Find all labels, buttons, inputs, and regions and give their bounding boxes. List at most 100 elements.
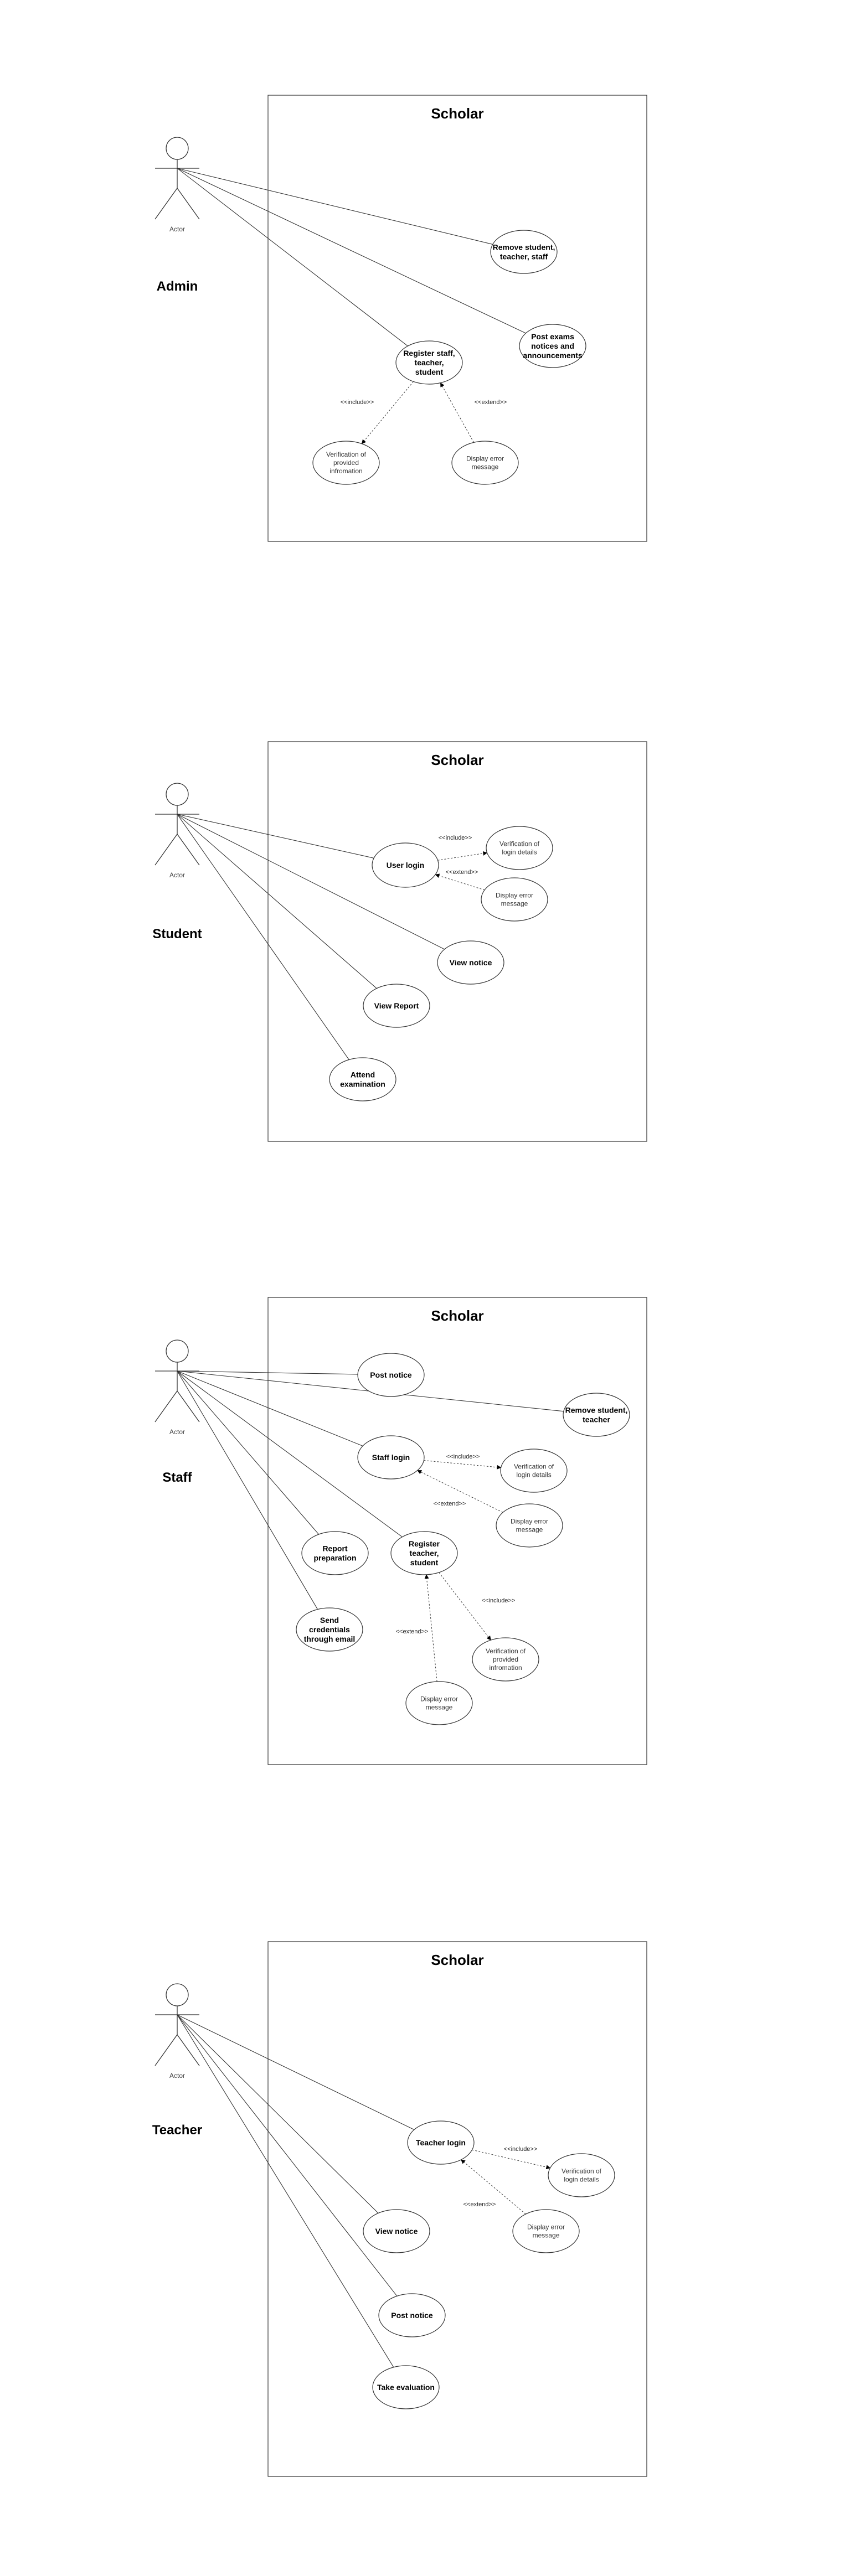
use-case-ellipse [363, 984, 430, 1028]
use-case: View notice [363, 2209, 430, 2253]
use-case: User login [372, 842, 439, 888]
association-line [177, 814, 374, 858]
use-case-label: Remove student,teacher [565, 1406, 628, 1424]
relation-arrow [472, 2149, 551, 2170]
relation-arrow [424, 1460, 502, 1470]
relation-label: <<extend>> [396, 1628, 429, 1635]
use-case-ellipse [378, 2293, 446, 2337]
actor-stick-figure [154, 1983, 200, 2066]
use-case-label: Post notice [391, 2311, 433, 2320]
actor-name: Teacher [152, 2123, 202, 2138]
association-line [177, 814, 445, 950]
use-case-ellipse [329, 1057, 396, 1101]
relation-label: <<extend>> [446, 869, 478, 876]
actor-caption: Actor [169, 225, 185, 233]
use-case-ellipse [405, 1681, 473, 1725]
relation-arrow [461, 2159, 526, 2215]
actor-caption: Actor [169, 1428, 185, 1436]
relation-arrow [440, 382, 474, 443]
system-boundary [267, 741, 647, 1142]
use-case-ellipse [490, 230, 558, 274]
diagram-admin: ScholarActorAdmin<<include>><<extend>>Re… [154, 95, 647, 542]
actor-caption: Actor [169, 2072, 185, 2080]
use-case: Remove student,teacher [563, 1393, 630, 1437]
association-line [177, 168, 526, 334]
use-case-ellipse [451, 441, 519, 485]
use-case-ellipse [512, 2209, 580, 2253]
system-boundary [267, 1297, 647, 1765]
relation-label: <<extend>> [463, 2201, 496, 2208]
use-case-ellipse [481, 877, 548, 922]
actor-stick-figure [154, 137, 200, 220]
use-case: Remove student,teacher, staff [490, 230, 558, 274]
association-line [177, 1370, 318, 1610]
relation-label: <<include>> [504, 2146, 538, 2153]
system-boundary [267, 1941, 647, 2477]
association-line [177, 1370, 319, 1535]
use-case: Teacher login [407, 2120, 475, 2165]
actor-caption: Actor [169, 871, 185, 879]
use-case-label: Remove student,teacher, staff [493, 243, 555, 261]
relation-arrow [424, 1574, 437, 1682]
relation-arrow [435, 873, 485, 891]
relation-arrow [417, 1470, 503, 1513]
relation-label: <<include>> [439, 835, 472, 841]
use-case-ellipse [357, 1435, 425, 1480]
use-case-ellipse [301, 1531, 369, 1575]
association-line [177, 1370, 358, 1375]
use-case: Post notice [378, 2293, 446, 2337]
actor-name: Student [152, 927, 202, 942]
actor-name: Staff [162, 1470, 192, 1485]
use-case: Register staff,teacher,student [395, 340, 463, 385]
association-line [177, 168, 408, 346]
use-case-label: Staff login [372, 1453, 410, 1462]
association-line [177, 1370, 363, 1446]
use-case-ellipse [312, 441, 380, 485]
association-line [177, 2014, 398, 2296]
system-title: Scholar [431, 1307, 483, 1324]
relation-label: <<extend>> [434, 1501, 466, 1507]
actor-stick-figure [154, 1339, 200, 1423]
use-case-ellipse [296, 1607, 363, 1652]
diagram-staff: ScholarActorStaff<<include>><<extend>><<… [154, 1297, 647, 1765]
use-case-label: Teacher login [416, 2138, 466, 2147]
association-line [177, 168, 493, 245]
use-case-ellipse [548, 2153, 615, 2197]
use-case-ellipse [486, 826, 553, 870]
relation-label: <<extend>> [475, 399, 507, 406]
use-case-label: User login [387, 861, 424, 870]
use-case-ellipse [500, 1449, 568, 1493]
use-case-label: View notice [375, 2227, 418, 2236]
use-case-ellipse [472, 1637, 539, 1682]
use-case-ellipse [372, 2365, 440, 2409]
diagram-student: ScholarActorStudent<<include>><<extend>>… [152, 741, 647, 1142]
actor-stick-figure [154, 783, 200, 866]
use-case-label: View notice [450, 958, 492, 967]
use-case-label: Post notice [370, 1370, 412, 1379]
use-case-ellipse [357, 1353, 425, 1397]
system-title: Scholar [431, 1952, 483, 1968]
